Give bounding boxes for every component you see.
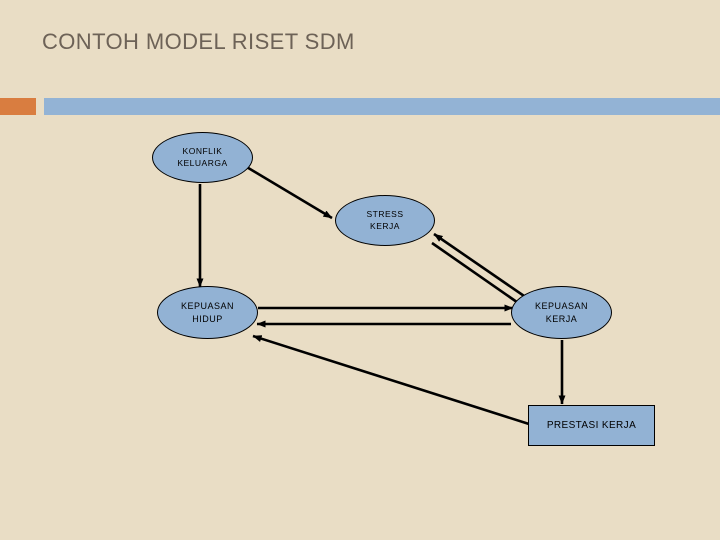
header-rule-blue (44, 98, 720, 115)
diagram-node-label: STRESS KERJA (366, 209, 404, 231)
edge-konflik-to-stress (244, 164, 333, 220)
edge-kepuasan-kerja-to-stress (433, 232, 528, 300)
diagram-node-prestasi-kerja[interactable]: PRESTASI KERJA (528, 405, 655, 446)
diagram-node-label: KEPUASAN KERJA (534, 301, 589, 324)
diagram-node-kepuasan-kerja[interactable]: KEPUASAN KERJA (511, 286, 612, 339)
diagram-node-label: KEPUASAN HIDUP (180, 301, 235, 324)
diagram-node-kepuasan-hidup[interactable]: KEPUASAN HIDUP (157, 286, 258, 339)
header-rule-orange (0, 98, 36, 115)
edge-prestasi-to-kepuasan-hidup (252, 334, 530, 426)
diagram-node-konflik-keluarga[interactable]: KONFLIK KELUARGA (152, 132, 253, 183)
page-title: CONTOH MODEL RISET SDM (42, 29, 355, 54)
edge-stress-to-kepuasan-kerja (431, 241, 525, 309)
diagram-node-stress-kerja[interactable]: STRESS KERJA (335, 195, 435, 246)
diagram-node-label: KONFLIK KELUARGA (177, 146, 228, 168)
diagram-node-label: PRESTASI KERJA (546, 419, 637, 431)
